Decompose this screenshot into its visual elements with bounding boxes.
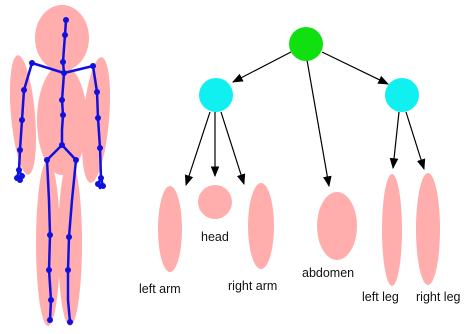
label-right-arm: right arm [228,279,277,293]
edge-left-group-to-left-arm [186,112,210,185]
joint [62,32,68,38]
joint [60,59,66,65]
part-hierarchy-tree: left arm head right arm abdomen left leg… [139,27,461,304]
body-part-regions [6,5,115,326]
joint [61,70,67,76]
joint [21,87,27,93]
joint [67,319,73,325]
joint [29,60,35,66]
leaf-left-arm [158,186,182,272]
joint [47,232,53,238]
label-abdomen: abdomen [302,266,354,280]
leaf-head [198,185,232,219]
joint [59,97,65,103]
joint [16,167,22,173]
human-figure [6,5,115,326]
joint [46,267,52,273]
edge-root-to-left-group [233,52,291,82]
right-group-node [385,78,419,112]
joint [94,89,100,95]
joint [66,234,72,240]
joint [63,17,69,23]
leaf-labels: left arm head right arm abdomen left leg… [139,230,461,304]
label-left-arm: left arm [139,282,181,296]
label-right-leg: right leg [416,290,461,304]
joint [100,183,106,189]
joint [97,145,103,151]
joint [95,115,101,121]
joint [73,157,79,163]
joint [44,157,50,163]
joint [48,297,54,303]
edge-right-group-to-left-leg [393,112,399,168]
joint [47,317,53,323]
joint [17,177,23,183]
label-head: head [201,230,229,244]
edge-right-group-to-right-leg [406,112,424,169]
edge-root-to-right-group [322,52,388,84]
root-node [289,27,323,61]
leaf-right-arm [248,183,274,269]
label-left-leg: left leg [362,290,399,304]
tree-edges [186,52,424,186]
joint [60,112,66,118]
edge-left-group-to-right-arm [221,112,244,184]
joint [17,147,23,153]
leaf-left-leg [382,174,402,286]
joint [59,142,65,148]
joint [90,63,96,69]
joint [19,117,25,123]
leaf-abdomen [317,192,357,260]
edge-root-to-abdomen [307,60,329,186]
leaf-right-leg [416,173,440,285]
joint [65,267,71,273]
left-group-node [199,78,233,112]
joint [98,175,104,181]
